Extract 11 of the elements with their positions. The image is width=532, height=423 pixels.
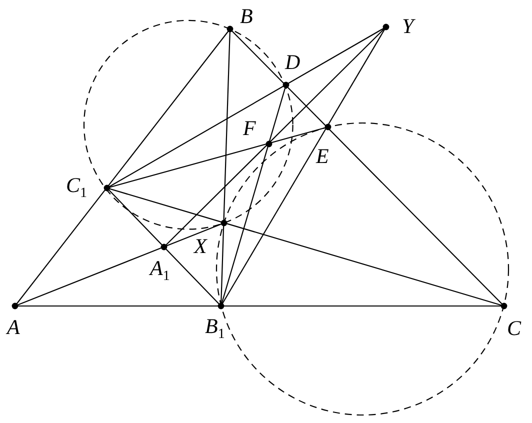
point-label: X — [194, 236, 207, 257]
point-label: E — [316, 146, 329, 167]
point-label: Y — [402, 16, 414, 37]
point-label: A — [7, 317, 20, 338]
point-label: B — [240, 6, 253, 27]
point-label: F — [243, 118, 256, 139]
point-label: B$_{1}$ — [205, 316, 225, 342]
point-label: A$_{1}$ — [150, 258, 170, 284]
point-label: D — [285, 52, 300, 73]
point-label: C — [507, 318, 522, 339]
point-label: C$_{1}$ — [66, 175, 88, 202]
